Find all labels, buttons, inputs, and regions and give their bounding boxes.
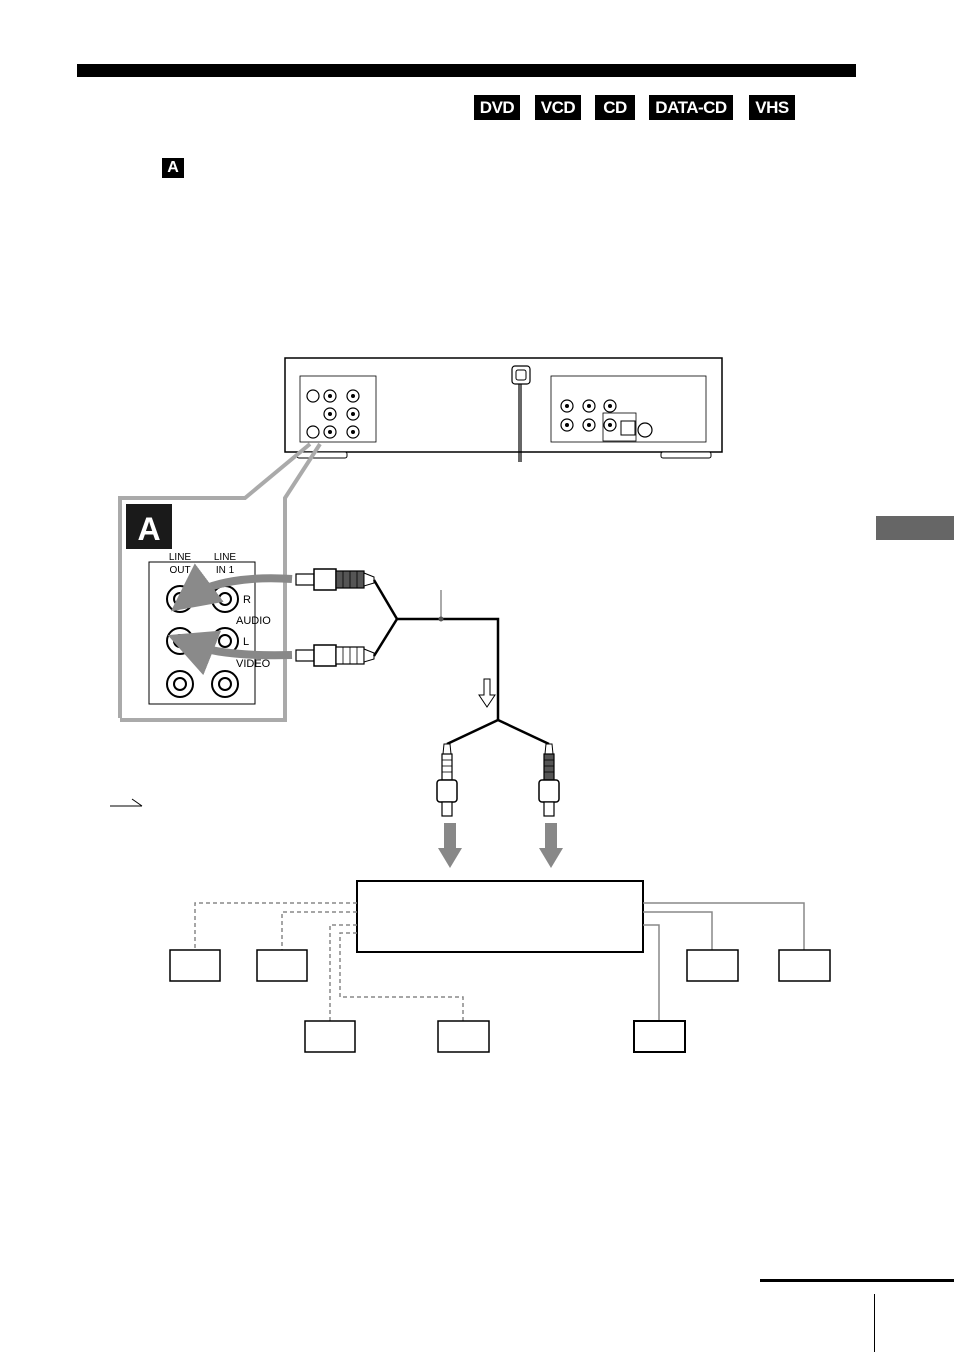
solid-connections: [643, 902, 805, 1021]
label-r: R: [243, 594, 251, 606]
rca-plug-right: [295, 568, 375, 591]
panel-a-detail: A LINE OUT LINE IN 1 R AUDIO L VIDEO: [126, 504, 293, 705]
audio-cable: [372, 579, 550, 746]
recorder-rear-panel: [284, 357, 723, 462]
speaker-box-front-left: [169, 949, 221, 982]
badge-dvd: DVD: [474, 95, 520, 120]
label-audio: AUDIO: [236, 615, 271, 627]
rca-plug-left: [295, 644, 375, 667]
speaker-box-rear-right: [778, 949, 831, 982]
footer-rule: [760, 1279, 954, 1282]
rca-plug-down-white: [436, 743, 458, 817]
cable-leader-dot: [438, 616, 444, 622]
speaker-box-center: [256, 949, 308, 982]
speaker-box-rear-left: [304, 1020, 356, 1053]
panel-a-letter: A: [137, 511, 160, 547]
badge-vhs: VHS: [749, 95, 795, 120]
amplifier-box: [356, 880, 644, 953]
label-line-in-2: IN 1: [216, 565, 235, 576]
dashed-connections: [194, 902, 464, 1021]
label-line-out-1: LINE: [169, 552, 192, 563]
down-arrow-right: [539, 823, 563, 868]
label-line-out-2: OUT: [169, 565, 190, 576]
panel-a-letter-box: [126, 504, 172, 549]
legend-arrow-icon: [110, 798, 143, 807]
badge-vcd: VCD: [535, 95, 581, 120]
speaker-box-front-right: [686, 949, 739, 982]
badge-cd: CD: [595, 95, 635, 120]
rca-plug-down-dark: [538, 743, 560, 817]
label-video: VIDEO: [236, 658, 271, 670]
panel-a-callout: [118, 442, 322, 722]
section-header-rule: [77, 64, 856, 77]
chapter-side-tab: [876, 516, 954, 540]
label-l: L: [243, 636, 249, 648]
speaker-box-surround: [633, 1020, 686, 1053]
down-arrow-left: [438, 823, 462, 868]
step-a-marker: A: [162, 158, 184, 178]
signal-flow-arrow: [478, 678, 496, 708]
label-line-in-1: LINE: [214, 552, 237, 563]
page-number-divider: [874, 1294, 875, 1352]
badge-data-cd: DATA-CD: [649, 95, 733, 120]
speaker-box-subwoofer: [437, 1020, 490, 1053]
